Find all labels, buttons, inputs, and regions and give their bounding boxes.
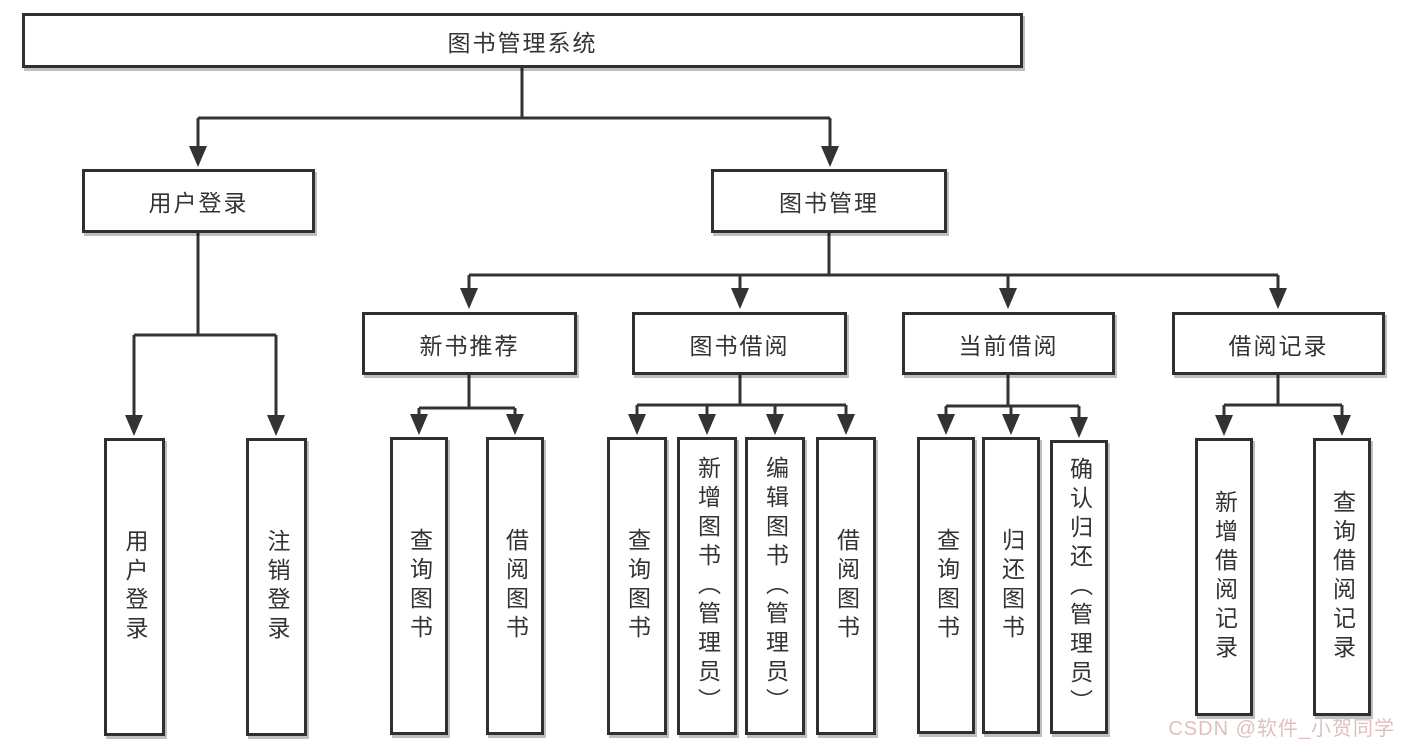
node-current-borrowing: 当前借阅 bbox=[902, 312, 1115, 375]
leaf-recommend-query-books: 查询图书 bbox=[390, 437, 448, 735]
leaf-current-confirm-return-admin: 确认归还（管理员） bbox=[1050, 440, 1108, 734]
leaf-current-return-books: 归还图书 bbox=[982, 437, 1040, 734]
leaf-user-login: 用户登录 bbox=[104, 438, 165, 736]
leaf-borrow-edit-books-admin: 编辑图书（管理员） bbox=[745, 437, 805, 735]
node-borrowing-records: 借阅记录 bbox=[1172, 312, 1385, 375]
leaf-records-add-record: 新增借阅记录 bbox=[1195, 438, 1253, 716]
leaf-recommend-borrow-books: 借阅图书 bbox=[486, 437, 544, 735]
leaf-borrow-borrow-books: 借阅图书 bbox=[816, 437, 876, 735]
node-user-login: 用户登录 bbox=[82, 169, 315, 233]
node-book-management: 图书管理 bbox=[711, 169, 947, 233]
leaf-borrow-query-books: 查询图书 bbox=[607, 437, 667, 735]
node-book-borrowing: 图书借阅 bbox=[632, 312, 847, 375]
leaf-current-query-books: 查询图书 bbox=[917, 437, 975, 734]
csdn-watermark: CSDN @软件_小贺同学 bbox=[1168, 718, 1395, 740]
leaf-borrow-add-books-admin: 新增图书（管理员） bbox=[677, 437, 737, 735]
leaf-logout-login: 注销登录 bbox=[246, 438, 307, 736]
node-new-book-recommendation: 新书推荐 bbox=[362, 312, 577, 375]
leaf-records-query-record: 查询借阅记录 bbox=[1313, 438, 1371, 716]
node-library-management-system: 图书管理系统 bbox=[22, 13, 1023, 68]
